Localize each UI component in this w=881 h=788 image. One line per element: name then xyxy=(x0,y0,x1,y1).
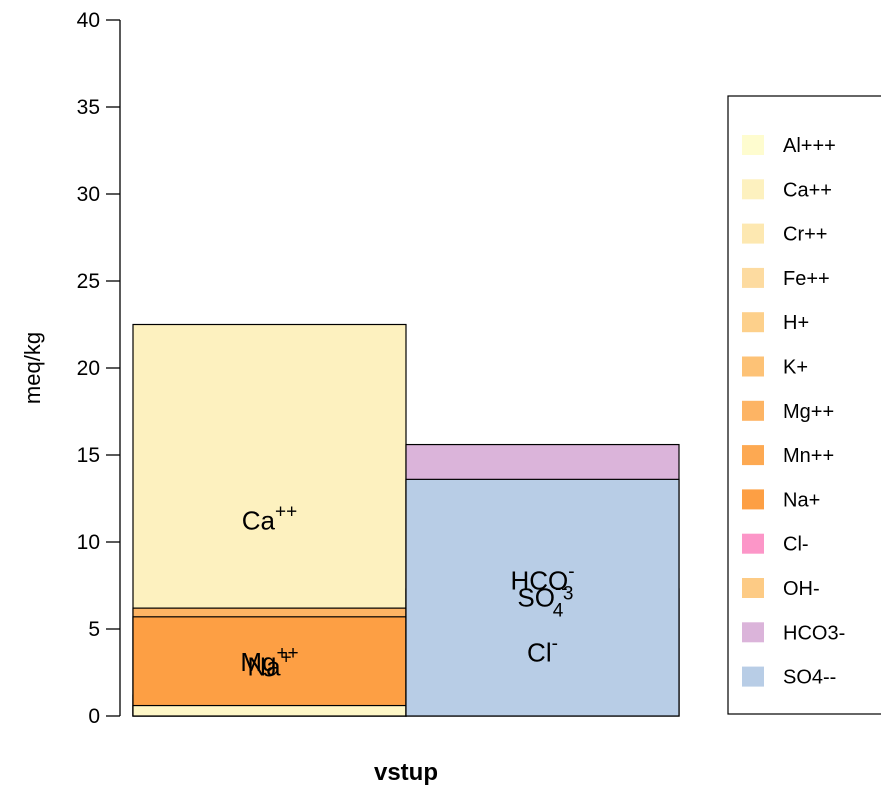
legend-swatch-7 xyxy=(742,445,764,466)
segment-label-mg: Mg++ xyxy=(240,643,298,677)
legend-swatch-11 xyxy=(742,622,764,643)
legend-swatch-0 xyxy=(742,135,764,155)
x-category-label: vstup xyxy=(374,759,438,786)
y-axis-label: meq/kg xyxy=(20,332,45,404)
segment-labels-layer: Ca++ Mg++Na+ Cl- HCO-3SO--4 xyxy=(240,501,574,681)
legend-label-0: Al+++ xyxy=(783,135,836,157)
segment-label-cl: Cl- xyxy=(527,633,558,667)
legend-label-10: OH- xyxy=(783,578,820,600)
legend: Al+++ Ca++ Cr++ Fe++ H+ K+ Mg++ Mn++ Na+ Cl- OH- HC… xyxy=(727,95,881,715)
legend-label-8: Na+ xyxy=(783,489,820,511)
segment-label-so4: SO--4 xyxy=(517,579,567,622)
legend-label-1: Ca++ xyxy=(783,179,832,201)
y-tick-label-3: 15 xyxy=(77,444,100,467)
bar-segment-so4-1 xyxy=(405,478,680,717)
legend-label-12: SO4-- xyxy=(783,667,836,689)
legend-label-2: Cr++ xyxy=(783,224,827,246)
legend-swatch-5 xyxy=(742,356,764,377)
legend-label-7: Mn++ xyxy=(783,445,834,467)
y-tick-label-1: 5 xyxy=(88,618,100,641)
segment-label-ca: Ca++ xyxy=(242,501,297,535)
legend-swatch-4 xyxy=(742,312,764,333)
legend-label-5: K+ xyxy=(783,357,808,379)
legend-label-11: HCO3- xyxy=(783,622,845,644)
y-tick-label-6: 30 xyxy=(77,183,100,206)
legend-label-3: Fe++ xyxy=(783,268,830,290)
legend-swatch-1 xyxy=(742,179,764,200)
legend-swatch-8 xyxy=(742,489,764,510)
bars-layer xyxy=(132,323,680,717)
y-tick-label-7: 35 xyxy=(77,96,100,119)
legend-swatch-3 xyxy=(742,267,764,288)
legend-swatch-12 xyxy=(742,666,764,687)
legend-swatch-2 xyxy=(742,223,764,244)
legend-label-9: Cl- xyxy=(783,534,809,556)
legend-label-6: Mg++ xyxy=(783,401,834,423)
y-tick-label-8: 40 xyxy=(77,9,100,32)
segment-label-na: Na+ xyxy=(247,647,291,681)
legend-label-4: H+ xyxy=(783,312,809,334)
y-tick-label-0: 0 xyxy=(88,705,100,728)
y-tick-label-5: 25 xyxy=(77,270,100,293)
legend-swatch-9 xyxy=(742,533,764,554)
legend-swatch-6 xyxy=(742,400,764,421)
bar-segment-al-0 xyxy=(132,704,407,717)
legend-swatch-10 xyxy=(742,578,764,598)
segment-label-hco3: HCO-3 xyxy=(510,561,574,604)
bar-segment-na-0 xyxy=(132,616,407,717)
y-axis: 0 5 10 15 20 25 30 35 40 xyxy=(77,9,121,728)
y-tick-label-2: 10 xyxy=(77,531,100,554)
y-tick-label-4: 20 xyxy=(77,357,100,380)
